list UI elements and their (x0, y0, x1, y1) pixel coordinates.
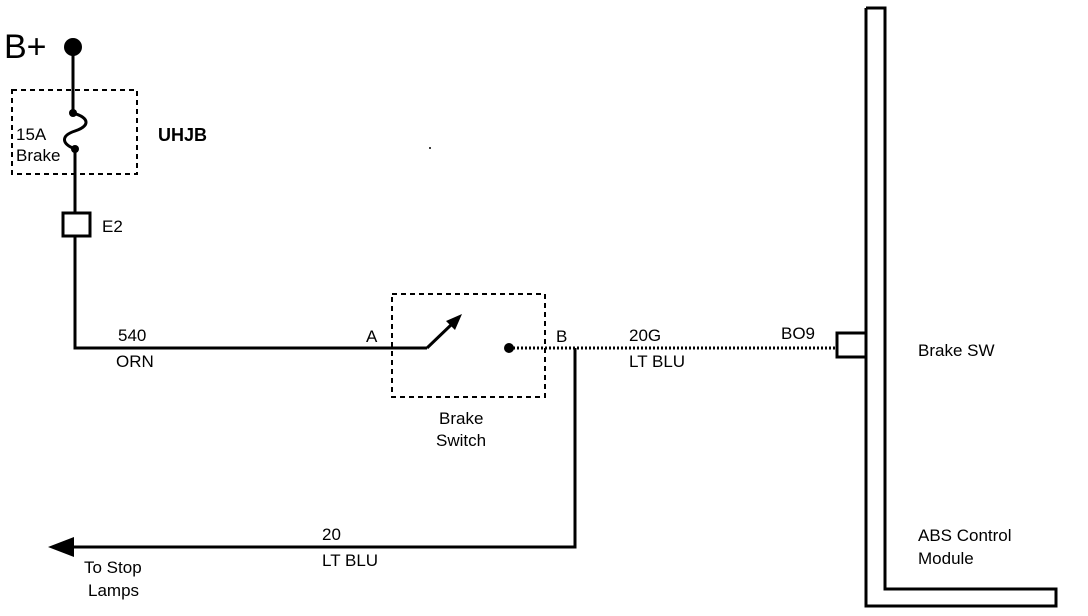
wire-540 (73, 236, 427, 350)
brake-switch-name-1: Brake (439, 409, 483, 428)
module-name-2: Module (918, 549, 974, 568)
fuse-icon (63, 111, 88, 151)
fuse-rating: 15A (16, 125, 47, 144)
stop-lamps-arrow-icon (48, 537, 74, 557)
wire-540-color: ORN (116, 352, 154, 371)
abs-module-outline (864, 6, 1058, 608)
wire-540-circuit: 540 (118, 326, 146, 345)
switch-arrow-icon (446, 314, 462, 330)
wire-20-color: LT BLU (322, 551, 378, 570)
connector-b09-label: BO9 (781, 324, 815, 343)
connector-e2-label: E2 (102, 217, 123, 236)
wire-20 (70, 348, 577, 549)
brake-switch-enclosure (391, 293, 546, 398)
switch-pin-a: A (366, 327, 378, 346)
module-input-label: Brake SW (918, 341, 995, 360)
module-name-1: ABS Control (918, 526, 1012, 545)
power-label: B+ (4, 28, 47, 66)
wire-20g-circuit: 20G (629, 326, 661, 345)
wire-20-circuit: 20 (322, 525, 341, 544)
stop-lamps-label-1: To Stop (84, 558, 142, 577)
speck-dot (429, 147, 431, 149)
fuse-name: Brake (16, 146, 60, 165)
brake-switch-name-2: Switch (436, 431, 486, 450)
connector-b09 (835, 331, 868, 359)
fuse-block-label: UHJB (158, 125, 207, 145)
wire-20g-color: LT BLU (629, 352, 685, 371)
switch-blade (425, 322, 454, 350)
stop-lamps-label-2: Lamps (88, 581, 139, 600)
connector-e2 (61, 211, 92, 238)
switch-pin-b: B (556, 327, 567, 346)
